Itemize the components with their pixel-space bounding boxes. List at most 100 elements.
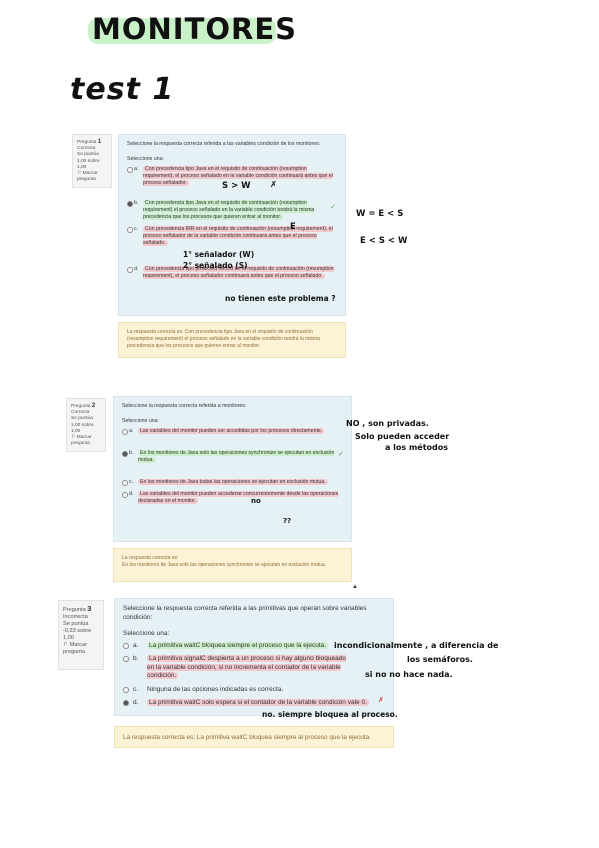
flag-question-link[interactable]: ⚐ Marcar pregunta [71, 435, 101, 447]
radio-button-selected[interactable] [122, 451, 128, 457]
answer-option-c[interactable]: c. En los monitores de Java todas las op… [122, 479, 343, 486]
radio-button-selected[interactable] [127, 201, 133, 207]
option-text: La primitiva signalC despierta a un proc… [147, 655, 346, 679]
option-letter: b. [129, 450, 134, 456]
note-hace-nada: si no no hace nada. [365, 670, 453, 679]
option-letter: d. [129, 491, 134, 497]
feedback-title: La respuesta correcta es: [122, 555, 179, 561]
answer-option-b[interactable]: b. Con precedencia tipo Java en el requi… [127, 200, 337, 221]
note-no: no [251, 497, 261, 505]
correct-check-icon: ✓ [338, 451, 344, 458]
note-incondicional: incondicionalmente , a diferencia de [334, 641, 499, 650]
radio-button[interactable] [122, 492, 128, 498]
option-letter: b. [134, 200, 139, 206]
note-senalador: 1° señalador (W) [183, 250, 255, 259]
option-letter: a. [133, 641, 139, 649]
answer-option-c[interactable]: c. Con precedencia IRR en el requisito d… [127, 226, 337, 247]
question-prompt: Seleccione la respuesta correcta referid… [127, 141, 321, 147]
radio-button-selected[interactable] [123, 700, 129, 706]
question-status: Correcta [71, 410, 90, 416]
note-methods: a los métodos [385, 443, 449, 452]
question-number: 2 [91, 403, 96, 409]
option-text: La primitiva waitC solo espera si el con… [147, 699, 369, 706]
flag-icon: ⚐ [71, 435, 76, 441]
answer-option-d[interactable]: d. Con precedencia tipo protected record… [127, 266, 337, 280]
radio-button[interactable] [123, 642, 129, 649]
option-text: La primitiva waitC bloquea siempre el pr… [147, 641, 329, 649]
radio-button[interactable] [122, 480, 128, 486]
incorrect-cross-icon: ✗ [378, 697, 384, 704]
question-number: 3 [87, 604, 92, 613]
option-text: Con precedencia tipo Java en el requisit… [143, 200, 315, 220]
radio-button[interactable] [123, 686, 129, 693]
flag-icon: ⚐ [63, 642, 69, 648]
note-e-s-w: E < S < W [360, 236, 408, 246]
note-only-access: Solo pueden acceder [355, 432, 450, 441]
question-2-card: Seleccione la respuesta correcta referid… [113, 396, 352, 542]
page-subtitle: test 1 [70, 72, 175, 107]
title-highlight [88, 18, 276, 44]
option-letter: c. [134, 226, 139, 232]
question-status: Correcta [77, 146, 96, 152]
radio-button[interactable] [127, 167, 133, 173]
option-letter: d. [133, 699, 139, 706]
question-number: 1 [97, 139, 102, 145]
choose-one-label: Seleccione una: [127, 156, 164, 162]
question-label: Pregunta [71, 404, 91, 409]
question-1-card: Seleccione la respuesta correcta referid… [118, 134, 346, 316]
question-2-info: Pregunta 2 Correcta Se puntúa 1,00 sobre… [66, 398, 106, 452]
question-3-card: Seleccione la respuesta correcta referid… [114, 598, 394, 716]
question-3-info: Pregunta 3 Incorrecta Se puntúa -0,33 so… [58, 600, 104, 670]
question-label: Pregunta [63, 607, 86, 613]
note-no-problem: no tienen este problema ? [225, 294, 336, 303]
radio-button[interactable] [127, 267, 133, 273]
option-text: En los monitores de Java solo las operac… [138, 450, 335, 463]
answer-option-a[interactable]: a. Las variables del monitor pueden ser … [122, 428, 343, 435]
answer-option-b[interactable]: b. La primitiva signalC despierta a un p… [123, 655, 347, 681]
note-semaforos: los semáforos. [407, 655, 473, 664]
question-score: Se puntúa 1,00 sobre 1,00 [71, 416, 94, 434]
question-label: Pregunta [77, 140, 97, 145]
note-w-e-s: W = E < S [356, 209, 404, 219]
question-status: Incorrecta [63, 614, 88, 620]
option-letter: b. [133, 655, 139, 662]
flag-question-link[interactable]: ⚐ Marcar pregunta [77, 171, 107, 183]
option-text: Las variables del monitor pueden ser acc… [138, 428, 325, 434]
answer-option-d[interactable]: d. La primitiva waitC solo espera si el … [123, 699, 385, 708]
radio-button[interactable] [122, 429, 128, 435]
note-question: ?? [283, 517, 292, 525]
flag-question-link[interactable]: ⚐ Marcar pregunta [63, 642, 99, 656]
note-senalado: 2° señalado (S) [183, 261, 248, 270]
scroll-up-arrow-icon[interactable]: ▲ [352, 584, 358, 590]
note-private: NO , son privadas. [346, 419, 429, 428]
answer-option-d[interactable]: d. Las variables del monitor pueden acce… [122, 491, 343, 505]
answer-option-b[interactable]: b. En los monitores de Java solo las ope… [122, 450, 343, 464]
question-3-feedback: La respuesta correcta es: La primitiva w… [114, 726, 394, 748]
choose-one-label: Seleccione una: [123, 630, 170, 637]
note-siempre-bloquea: no. siempre bloquea al proceso. [262, 710, 398, 719]
answer-option-c[interactable]: c. Ninguna de las opciones indicadas es … [123, 686, 385, 695]
note-cross: ✗ [270, 180, 278, 190]
option-text: Las variables del monitor pueden acceder… [138, 491, 339, 504]
option-text: En los monitores de Java todas las opera… [138, 479, 328, 485]
feedback-text: En los monitores de Java solo las operac… [122, 562, 327, 568]
answer-option-a[interactable]: a. La primitiva waitC bloquea siempre el… [123, 641, 385, 651]
question-2-feedback: La respuesta correcta es: En los monitor… [113, 548, 352, 582]
option-letter: c. [129, 479, 134, 485]
radio-button[interactable] [123, 656, 129, 662]
flag-label: Marcar pregunta [77, 171, 98, 183]
question-1-info: Pregunta 1 Correcta Se puntúa 1,00 sobre… [72, 134, 112, 188]
answer-option-a[interactable]: a. Con precedencia tipo Java en el requi… [127, 166, 337, 187]
question-prompt: Seleccione la respuesta correcta referid… [123, 605, 367, 621]
option-letter: c. [133, 685, 139, 693]
page-title: MONITORES [92, 12, 298, 46]
flag-label: Marcar pregunta [63, 642, 87, 655]
option-letter: d. [134, 266, 139, 272]
option-letter: a. [129, 428, 134, 434]
option-letter: a. [134, 166, 139, 172]
flag-icon: ⚐ [77, 171, 82, 177]
question-1-feedback: La respuesta correcta es: Con precedenci… [118, 322, 346, 358]
option-text: Con precedencia tipo protected record en… [143, 266, 334, 279]
radio-button[interactable] [127, 227, 133, 233]
question-score: Se puntúa 1,00 sobre 1,00 [77, 152, 100, 170]
